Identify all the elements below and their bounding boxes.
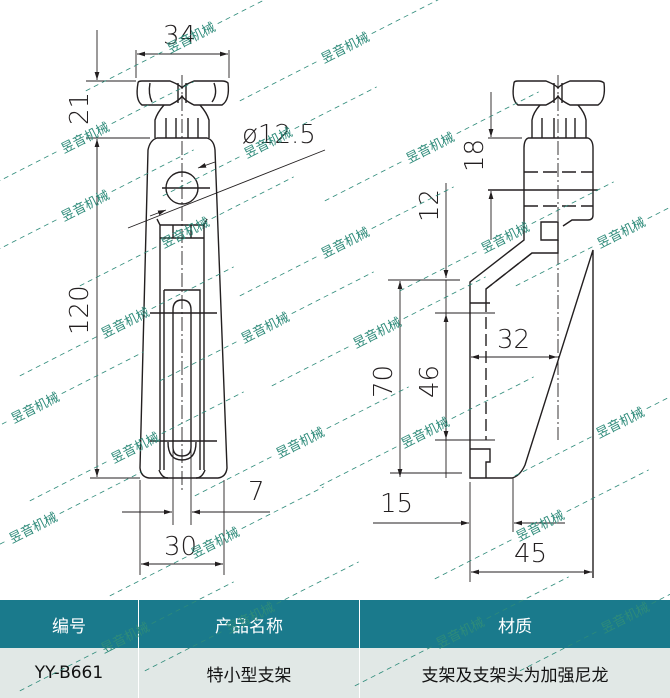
dim-hole-diameter: ø12.5 — [242, 120, 316, 150]
cell-material: 支架及支架头为加强尼龙 — [360, 648, 670, 698]
technical-drawing: 34 21 ø12.5 120 7 30 18 12 32 70 46 15 4… — [0, 0, 670, 600]
table-row: YY-B661 特小型支架 支架及支架头为加强尼龙 — [0, 648, 670, 698]
cell-product-name: 特小型支架 — [139, 648, 360, 698]
dim-slot-width: 7 — [248, 477, 265, 507]
header-product-name: 产品名称 — [139, 600, 360, 648]
dim-knob-height: 21 — [65, 92, 95, 125]
header-material: 材质 — [360, 600, 670, 648]
dim-foot: 15 — [380, 489, 413, 519]
dim-head-height: 18 — [460, 139, 490, 172]
spec-table: 编号 产品名称 材质 YY-B661 特小型支架 支架及支架头为加强尼龙 — [0, 600, 670, 698]
dim-inner-height: 46 — [415, 365, 445, 398]
cell-code: YY-B661 — [0, 648, 139, 698]
dim-bottom-width: 30 — [164, 532, 197, 562]
header-code: 编号 — [0, 600, 139, 648]
front-view — [86, 30, 325, 575]
dim-arm-depth: 32 — [497, 325, 530, 355]
dim-total-depth: 45 — [514, 539, 547, 569]
dim-total-height: 70 — [369, 365, 399, 398]
table-header-row: 编号 产品名称 材质 — [0, 600, 670, 648]
dim-top-width: 34 — [163, 21, 196, 51]
dim-offset: 12 — [415, 189, 445, 222]
dim-body-height: 120 — [65, 285, 95, 335]
